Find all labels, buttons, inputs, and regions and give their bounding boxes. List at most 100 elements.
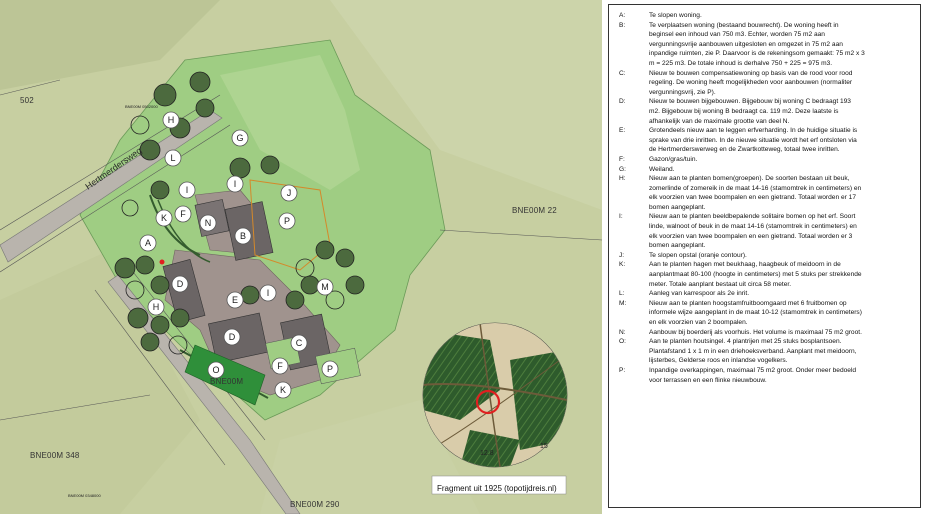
svg-text:P: P	[327, 364, 333, 374]
legend-row: meter. Totale aanplant bestaat uit circa…	[615, 280, 914, 290]
legend-text: Weiland.	[649, 165, 675, 173]
legend-row: inpandige ruimten, zie P. Daarvoor is de…	[615, 49, 914, 59]
legend-row: en elk voorzien van 2 boompalen.	[615, 318, 914, 328]
legend-text: bomen aangeplant.	[649, 203, 706, 211]
legend-panel: A:Te slopen woning.B:Te verplaatsen woni…	[608, 4, 921, 508]
legend-row: F:Gazon/gras/tuin.	[615, 155, 914, 165]
legend-text: aanplantmaat 80-100 (hoogte in centimete…	[649, 271, 862, 279]
historic-map-number: 12.8	[480, 450, 494, 457]
marker-e: E	[226, 291, 244, 309]
legend-text: de Hertmerderswerweg en de Zwartkotteweg…	[649, 146, 840, 154]
marker-b: B	[234, 227, 252, 245]
svg-text:N: N	[205, 218, 212, 228]
legend-text: Aan te planten houtsingel. 4 plantrijen …	[649, 338, 842, 346]
legend-row: m2. Bijgebouw bij woning B bedraagt ca. …	[615, 107, 914, 117]
inset-caption: Fragment uit 1925 (topotijdreis.nl)	[437, 484, 557, 493]
legend-row: M:Nieuw aan te planten hoogstamfruitboom…	[615, 299, 914, 309]
field-southwest	[0, 250, 200, 514]
legend-text: Plantafstand 1 x 1 m in een driehoeksver…	[649, 347, 857, 355]
historic-map-inset: 12.8 15	[422, 322, 568, 468]
legend-key: K:	[619, 261, 626, 269]
legend-row: informele wijze aangeplant in de maat 10…	[615, 308, 914, 318]
legend-text: m2. Bijgebouw bij woning B bedraagt ca. …	[649, 107, 839, 115]
legend-row: sprake van drie inritten. In de nieuwe s…	[615, 136, 914, 146]
legend-key	[615, 117, 649, 127]
historic-map-number: 15	[540, 443, 548, 450]
cadastral-line	[94, 289, 226, 466]
legend-text: Nieuw aan te planten bomen(groepen). De …	[649, 175, 850, 183]
legend-key	[615, 49, 649, 59]
marker-i2: I	[226, 175, 244, 193]
legend-text: Aanleg van karrespoor als 2e inrit.	[649, 290, 750, 298]
legend-text: Nieuw aan te planten hoogstamfruitboomga…	[649, 299, 847, 307]
svg-text:F: F	[180, 209, 186, 219]
legend-row: H:Nieuw aan te planten bomen(groepen). D…	[615, 174, 914, 184]
svg-text:F: F	[277, 361, 283, 371]
legend-text: m = 225 m3. De totale inhoud is derhalve…	[649, 59, 833, 67]
parcel-label: 502	[20, 96, 34, 105]
legend-text: lijsterbes, Gelderse roos en inlandse vo…	[649, 357, 788, 365]
legend-text: zomerlinde of zomereik in de maat 14-16 …	[649, 184, 862, 192]
legend-text: Grotendeels nieuw aan te leggen erfverha…	[649, 127, 858, 135]
marker-i3: I	[259, 284, 277, 302]
svg-text:H: H	[168, 115, 175, 125]
legend-key: G:	[619, 165, 626, 173]
svg-text:J: J	[287, 188, 292, 198]
svg-text:D: D	[229, 332, 236, 342]
field-northeast	[330, 0, 602, 210]
legend-row: linde, walnoot of beuk in de maat 14-16 …	[615, 222, 914, 232]
legend-key: J:	[619, 251, 625, 259]
marker-f1: F	[174, 205, 192, 223]
marker-p1: P	[278, 212, 296, 230]
legend-text: Nieuw te bouwen bijgebouwen. Bijgebouw b…	[649, 98, 851, 106]
cadastral-line	[0, 94, 221, 231]
tree-belt-o	[184, 344, 266, 406]
legend-key: L:	[619, 290, 625, 298]
legend-row: Plantafstand 1 x 1 m in een driehoeksver…	[615, 347, 914, 357]
legend-text: Aan te planten hagen met beukhaag, haagb…	[649, 261, 841, 269]
legend-row: beginsel een inhoud van 750 m3. Echter, …	[615, 30, 914, 40]
legend-row: aanplantmaat 80-100 (hoogte in centimete…	[615, 270, 914, 280]
legend-row: L: Aanleg van karrespoor als 2e inrit.	[615, 289, 914, 299]
cadastral-line	[0, 394, 151, 421]
marker-a: A	[139, 234, 157, 252]
marker-m: M	[316, 278, 334, 296]
marker-k2: K	[274, 381, 292, 399]
site-plan-map: 12.8 15 Hertmerdersweg BNE00M 22 BNE00M …	[0, 0, 602, 514]
legend-text: informele wijze aangeplant in de maat 10…	[649, 309, 862, 317]
legend-text: inpandige ruimten, zie P. Daarvoor is de…	[649, 50, 865, 58]
svg-text:I: I	[234, 179, 237, 189]
legend-text: voor terrassen en een flinke nieuwbouw.	[649, 376, 767, 384]
legend-key	[615, 376, 649, 386]
legend-row: E:Grotendeels nieuw aan te leggen erfver…	[615, 126, 914, 136]
legend-row: m = 225 m3. De totale inhoud is derhalve…	[615, 59, 914, 69]
legend-text: Gazon/gras/tuin.	[649, 155, 698, 163]
legend-key	[615, 356, 649, 366]
legend-row: vergunningsvrij, zie P).	[615, 88, 914, 98]
marker-g: G	[231, 129, 249, 147]
legend-key: C:	[619, 69, 626, 77]
legend-text: Te slopen opstal (oranje contour).	[649, 251, 747, 259]
historic-location-circle	[475, 389, 501, 415]
legend-text: en elk voorzien van 2 boompalen.	[649, 319, 748, 326]
legend-key: O:	[619, 338, 626, 346]
legend-key: N:	[619, 328, 626, 336]
legend-row: B:Te verplaatsen woning (bestaand bouwre…	[615, 21, 914, 31]
parcel-label: BNE00M 348	[30, 451, 80, 460]
legend-row: A:Te slopen woning.	[615, 11, 914, 21]
parcel-label: BNE00M	[210, 377, 243, 386]
legend-text: regeling. De woning heeft mogelijkheden …	[649, 79, 853, 87]
legend-key	[615, 318, 649, 328]
legend-text: Nieuw te bouwen compensatiewoning op bas…	[649, 69, 853, 77]
legend-key	[615, 145, 649, 155]
legend-key: P:	[619, 366, 626, 374]
legend-text: elk voorzien van twee boompalen en een g…	[649, 194, 856, 202]
legend-row: K: Aan te planten hagen met beukhaag, haa…	[615, 260, 914, 270]
legend-text: sprake van drie inritten. In de nieuwe s…	[649, 136, 857, 144]
site-plan-svg: 12.8 15 Hertmerdersweg BNE00M 22 BNE00M …	[0, 0, 602, 514]
svg-text:L: L	[170, 153, 175, 163]
legend-key: B:	[619, 21, 626, 29]
legend-row: P:Inpandige overkappingen, maximaal 75 m…	[615, 366, 914, 376]
red-location-dot	[159, 259, 165, 265]
